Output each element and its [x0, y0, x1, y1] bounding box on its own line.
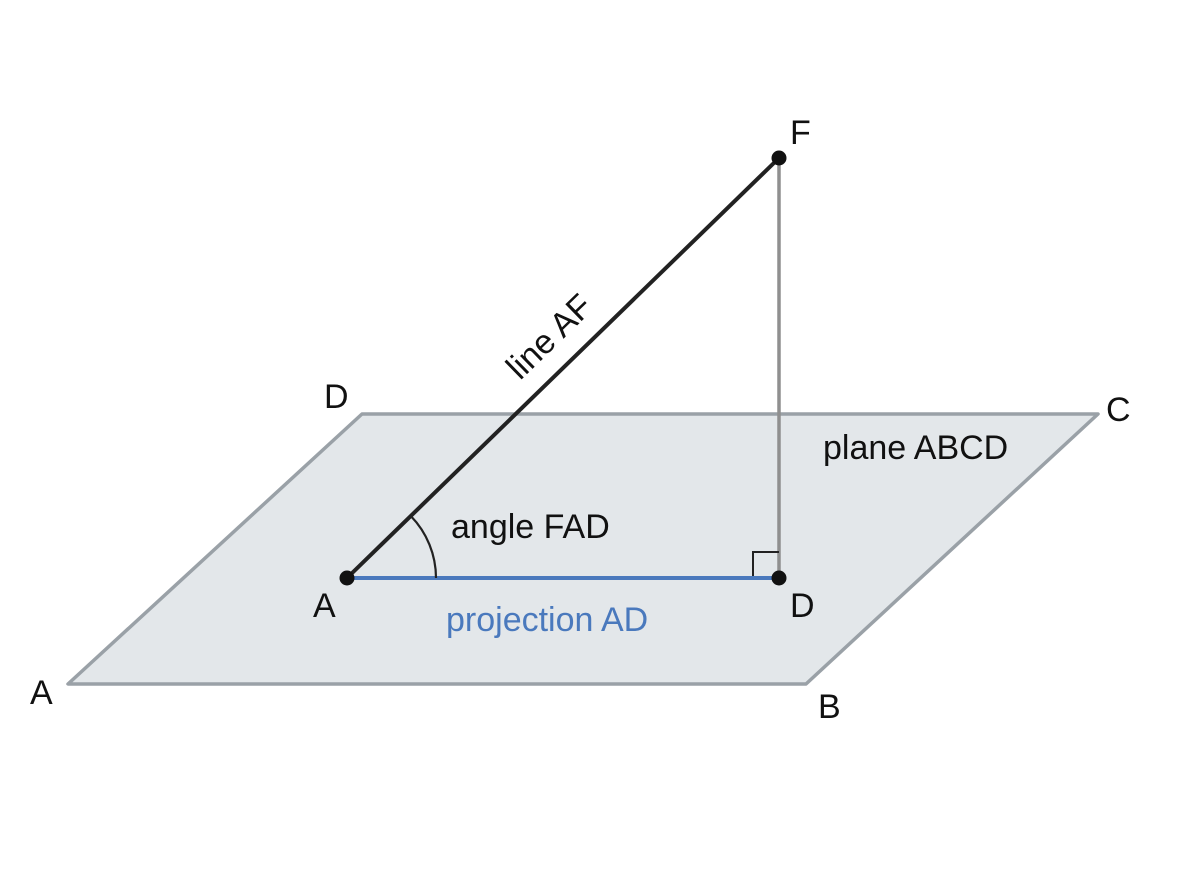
- point-d: [771, 570, 787, 586]
- line-af-label: line AF: [499, 287, 600, 387]
- point-f-label: F: [790, 114, 811, 152]
- angle-fad-label: angle FAD: [451, 508, 610, 546]
- point-d-label: D: [790, 587, 815, 625]
- plane-corner-d-label: D: [324, 378, 349, 416]
- angle-arc-fad: [410, 515, 438, 579]
- point-f: [771, 150, 787, 166]
- plane-abcd-label: plane ABCD: [823, 429, 1008, 467]
- right-angle-marker: [752, 551, 779, 578]
- plane-abcd: [66, 412, 1100, 686]
- plane-corner-a-label: A: [30, 674, 53, 712]
- projection-ad-label: projection AD: [446, 601, 648, 639]
- line-af: [345, 156, 781, 580]
- point-a: [339, 570, 355, 586]
- plane-corner-b-label: B: [818, 688, 841, 726]
- point-a-label: A: [313, 587, 336, 625]
- plane-corner-c-label: C: [1106, 391, 1131, 429]
